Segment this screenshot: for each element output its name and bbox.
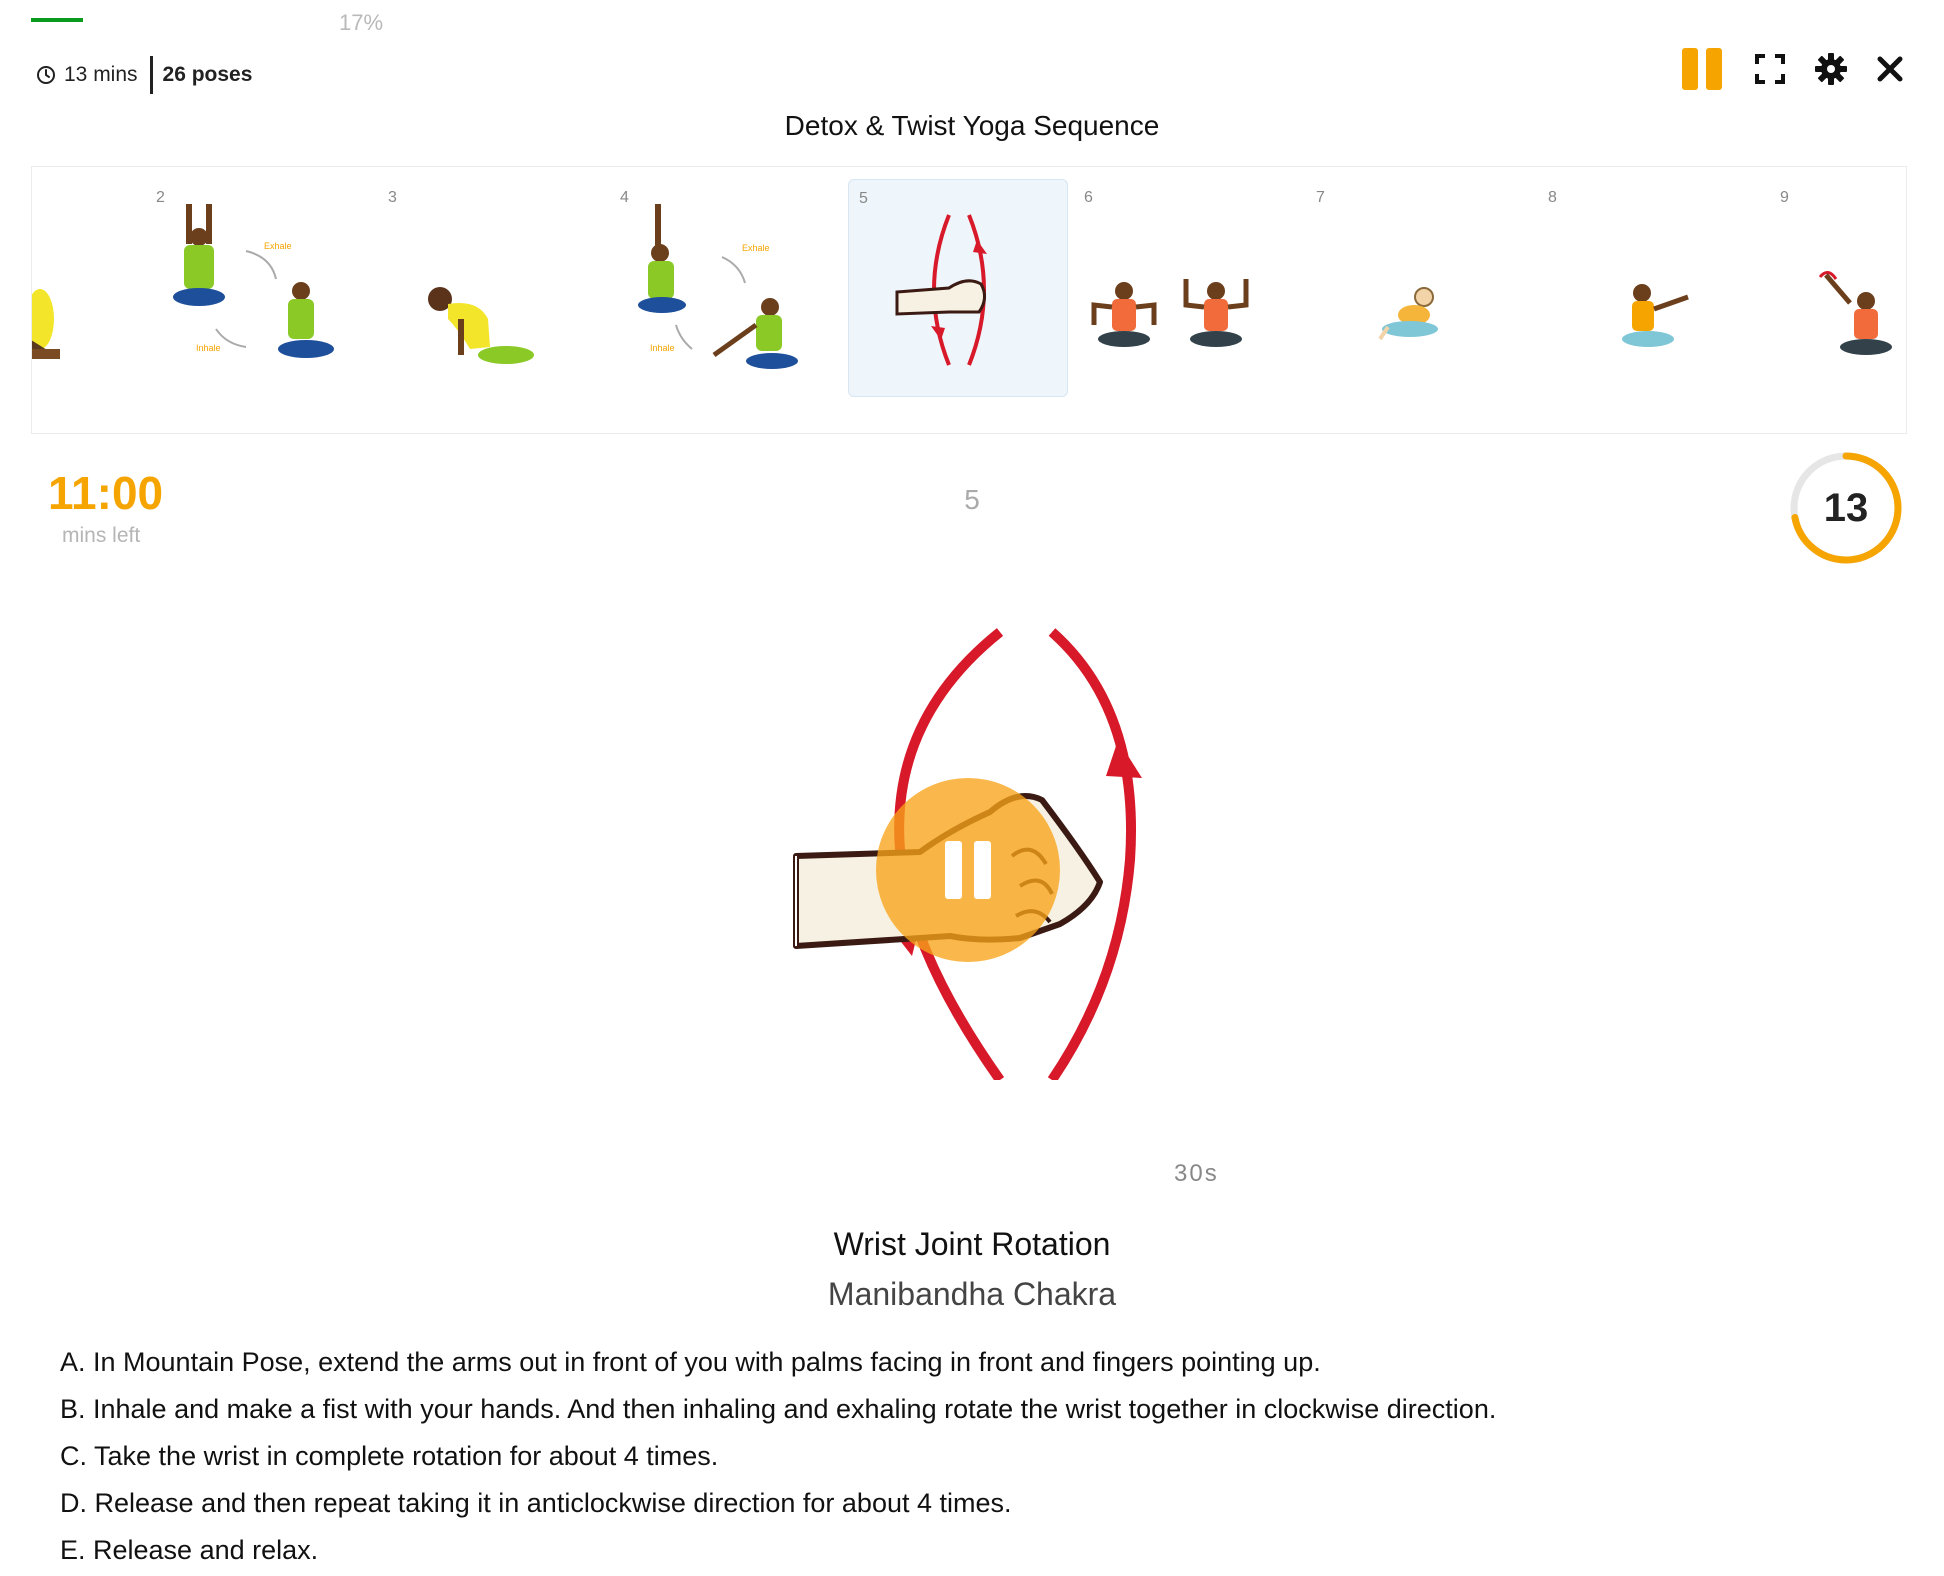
pose-thumbnail <box>32 289 60 359</box>
carousel-item-number: 7 <box>1316 189 1325 206</box>
pose-thumbnail: Exhale Inhale <box>173 204 334 358</box>
pose-thumbnail: Exhale Inhale <box>638 204 798 369</box>
pose-carousel[interactable]: 2 Exhale Inhale 3 4 <box>31 166 1907 434</box>
carousel-item-6[interactable]: 6 <box>1074 179 1294 397</box>
current-pose-index: 5 <box>964 484 980 515</box>
pose-thumbnail <box>428 287 534 364</box>
session-duration: 13 mins <box>64 63 138 86</box>
carousel-item-8[interactable]: 8 <box>1538 179 1758 397</box>
close-icon <box>1877 56 1903 82</box>
pose-name: Wrist Joint Rotation <box>833 1226 1111 1262</box>
fullscreen-button[interactable] <box>1754 53 1786 85</box>
time-left-label: mins left <box>62 524 141 547</box>
carousel-item-5[interactable]: 5 <box>848 179 1068 397</box>
pause-overlay-bar <box>945 841 962 899</box>
exhale-label: Exhale <box>264 241 292 251</box>
exhale-label: Exhale <box>742 243 770 253</box>
time-left: 11:00 <box>48 467 164 519</box>
carousel-item-number: 3 <box>388 189 397 206</box>
carousel-item-number: 6 <box>1084 189 1093 206</box>
instruction-step: D. Release and then repeat taking it in … <box>60 1488 1012 1518</box>
player-controls <box>1680 46 1904 92</box>
close-button[interactable] <box>1876 55 1904 83</box>
pose-duration: 30s <box>1174 1160 1219 1187</box>
meta-divider <box>149 56 153 94</box>
pause-overlay-bar <box>974 841 991 899</box>
progress-fill <box>31 18 83 22</box>
carousel-item-number: 4 <box>620 189 629 206</box>
carousel-item-3[interactable]: 3 <box>378 179 598 397</box>
carousel-item-7[interactable]: 7 <box>1306 179 1526 397</box>
carousel-item-number: 5 <box>859 190 868 207</box>
pose-sanskrit-name: Manibandha Chakra <box>827 1276 1117 1312</box>
clock-icon <box>37 66 55 84</box>
instruction-step: B. Inhale and make a fist with your hand… <box>60 1394 1497 1424</box>
session-meta: 13 mins 26 poses <box>36 56 252 94</box>
carousel-item-number: 2 <box>156 189 165 206</box>
inhale-label: Inhale <box>650 343 675 353</box>
fullscreen-icon <box>1755 54 1785 84</box>
carousel-item-9[interactable]: 9 <box>1770 179 1906 397</box>
countdown-progress <box>1790 452 1902 564</box>
carousel-item-partial[interactable] <box>32 179 132 397</box>
progress-bar <box>31 18 335 22</box>
pose-thumbnail <box>1622 284 1689 347</box>
inhale-label: Inhale <box>196 343 221 353</box>
gear-icon <box>1815 53 1847 85</box>
pose-thumbnail <box>895 214 987 366</box>
carousel-item-number: 9 <box>1780 189 1789 206</box>
instruction-step: E. Release and relax. <box>60 1535 319 1565</box>
instruction-step: A. In Mountain Pose, extend the arms out… <box>60 1347 1321 1377</box>
carousel-item-2[interactable]: 2 Exhale Inhale <box>146 179 366 397</box>
pose-thumbnail <box>1378 287 1438 341</box>
countdown-number: 13 <box>1823 486 1869 530</box>
countdown-ring <box>1790 452 1902 564</box>
carousel-item-number: 8 <box>1548 189 1557 206</box>
sequence-title: Detox & Twist Yoga Sequence <box>784 110 1160 141</box>
pause-icon <box>1682 48 1722 90</box>
pose-instructions: A. In Mountain Pose, extend the arms out… <box>60 1344 1496 1576</box>
pose-thumbnail <box>1818 271 1892 355</box>
carousel-item-4[interactable]: 4 Exhale Inhale <box>610 179 830 397</box>
instruction-step: C. Take the wrist in complete rotation f… <box>60 1441 719 1471</box>
progress-label: 17% <box>339 10 384 35</box>
pause-overlay-button[interactable] <box>876 778 1060 962</box>
pose-count: 26 poses <box>162 63 253 86</box>
settings-button[interactable] <box>1814 52 1848 86</box>
pause-button[interactable] <box>1680 46 1726 92</box>
pose-thumbnail <box>1091 279 1249 347</box>
